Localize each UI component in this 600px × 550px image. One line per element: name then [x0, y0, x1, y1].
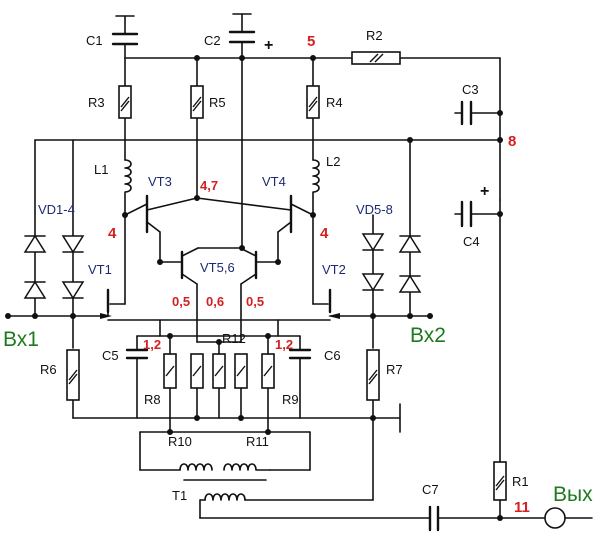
- label-c2: C2: [204, 33, 221, 48]
- c5-node-voltage: 1,2: [143, 337, 161, 352]
- inductor-l2: [312, 159, 320, 216]
- transistor-vt5-6: [159, 247, 279, 343]
- label-t1: T1: [172, 488, 187, 503]
- node-8-voltage: 8: [508, 133, 516, 150]
- resistor-r5: [190, 85, 204, 119]
- transistor-vt2: [312, 214, 340, 319]
- transistor-vt3: [124, 194, 198, 263]
- c4-plus-sign: +: [480, 183, 489, 200]
- label-c1: C1: [86, 33, 103, 48]
- emitter-network: [125, 319, 312, 471]
- label-r9: R9: [282, 392, 299, 407]
- transformer-t1: [179, 417, 431, 519]
- label-l2: L2: [326, 154, 340, 169]
- input-1-label: Вх1: [3, 328, 39, 351]
- label-r6: R6: [40, 362, 57, 377]
- vt1-drain-voltage: 4: [108, 225, 117, 242]
- label-r5: R5: [209, 95, 226, 110]
- label-r2: R2: [366, 28, 383, 43]
- label-vt5-6: VT5,6: [200, 260, 235, 275]
- label-r3: R3: [88, 95, 105, 110]
- label-r11: R11: [246, 434, 269, 449]
- resistor-r7: [366, 349, 380, 401]
- bias-left-voltage: 0,5: [172, 294, 190, 309]
- vt2-drain-voltage: 4: [320, 225, 329, 242]
- label-r1: R1: [512, 474, 529, 489]
- resistor-r2: [351, 51, 401, 65]
- junction-dots: [5, 55, 503, 521]
- resistor-bank: [163, 335, 275, 433]
- node-5-voltage: 5: [307, 33, 315, 50]
- resistor-r3: [118, 85, 132, 119]
- label-r4: R4: [326, 95, 343, 110]
- label-l1: L1: [94, 162, 108, 177]
- transistor-vt4: [196, 194, 314, 263]
- output-node-voltage: 11: [514, 499, 530, 516]
- diode-stack-vd5-8: [361, 139, 422, 317]
- label-c5: C5: [102, 348, 119, 363]
- label-c6: C6: [324, 348, 341, 363]
- label-vt3: VT3: [148, 174, 172, 189]
- label-r8: R8: [144, 392, 161, 407]
- resistor-r4: [306, 85, 320, 119]
- label-vt2: VT2: [322, 262, 346, 277]
- input-wiring: [7, 315, 431, 433]
- label-vd1-4: VD1-4: [38, 202, 75, 217]
- node-4-7-voltage: 4,7: [200, 178, 218, 193]
- bias-right-voltage: 0,5: [246, 294, 264, 309]
- c2-plus-sign: +: [264, 37, 273, 54]
- label-r10: R10: [168, 434, 192, 449]
- label-c3: C3: [462, 82, 479, 97]
- bias-mid-voltage: 0,6: [206, 294, 224, 309]
- output-label: Вых: [553, 483, 593, 506]
- input-2-label: Вх2: [410, 324, 446, 347]
- supply-wiring: [34, 13, 501, 463]
- label-c7: C7: [422, 482, 439, 497]
- resistor-r6: [66, 349, 80, 401]
- inductor-l1: [124, 159, 132, 216]
- label-vt4: VT4: [262, 174, 286, 189]
- label-vt1: VT1: [88, 262, 112, 277]
- resistor-r1: [493, 461, 507, 501]
- label-r7: R7: [386, 362, 403, 377]
- c6-node-voltage: 1,2: [275, 337, 293, 352]
- output-wiring: [428, 499, 593, 532]
- diode-stack-vd1-4: [23, 139, 85, 317]
- label-vd5-8: VD5-8: [356, 202, 393, 217]
- label-r12: R12: [222, 331, 246, 346]
- label-c4: C4: [463, 234, 480, 249]
